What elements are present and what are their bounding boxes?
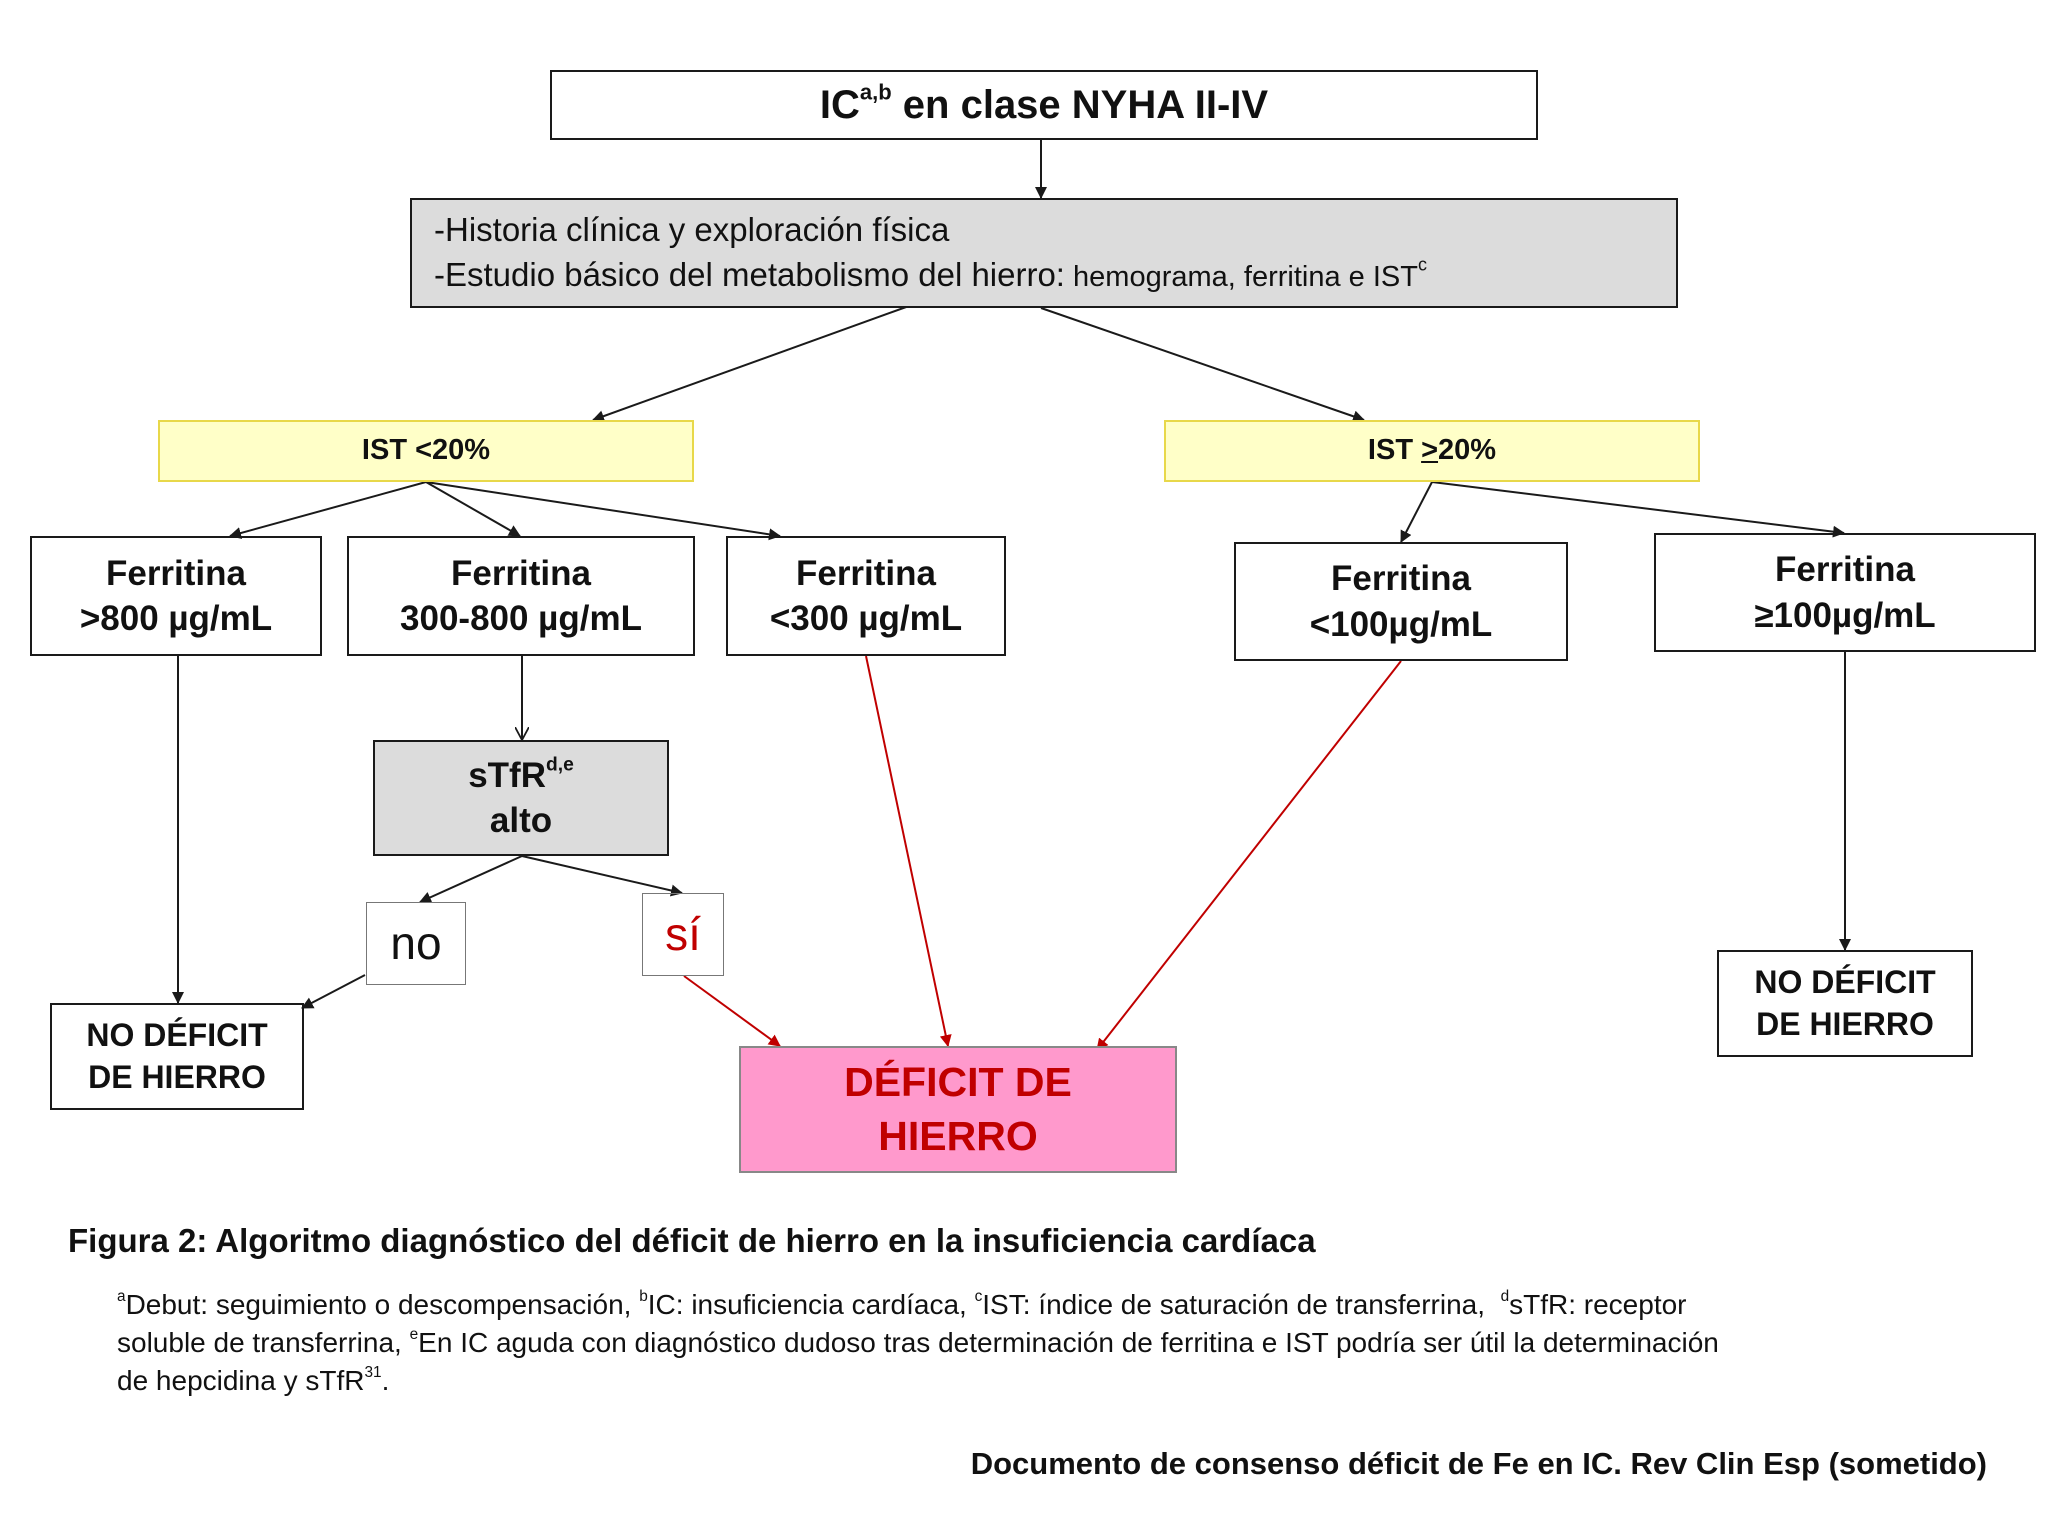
figure-footnotes: aDebut: seguimiento o descompensación, b… [117,1286,1719,1400]
source-citation: Documento de consenso déficit de Fe en I… [970,1446,1987,1481]
node-no-deficit-left: NO DÉFICIT DE HIERRO [50,1003,304,1110]
workup-line2-detail: hemograma, ferritina e IST [1064,261,1418,293]
ferr-lt100-line1: Ferritina [1330,559,1472,598]
node-ic-rest: en clase NYHA II-IV [891,83,1269,127]
workup-sup: c [1417,254,1427,275]
deficit-line2: HIERRO [878,1112,1038,1159]
ferr-lt300-line1: Ferritina [795,553,937,593]
arrow-ist-high-to-ferr-ge100 [1431,481,1845,538]
footnote-b-text: IC: insuficiencia cardíaca, [647,1289,975,1320]
footnote-line-3: de hepcidina y sTfR31. [117,1362,1719,1400]
footnote-sup-31: 31 [364,1363,382,1381]
ferr-lt300-line2: <300 µg/mL [769,599,963,638]
ferr-ge100-line1: Ferritina [1774,550,1916,589]
ferr-ge100-line2: ≥100µg/mL [1754,595,1936,635]
stfr-line2: alto [489,801,553,840]
node-ist-low: IST <20% [158,420,694,482]
arrow-stfr-to-no [419,855,523,903]
ferr-gt800-line2: >800 µg/mL [79,599,273,638]
arrow-ist-high-to-ferr-lt100 [1400,481,1433,543]
node-ic-nyha: ICa,b en clase NYHA II-IV [550,70,1538,140]
ferr-gt800-line1: Ferritina [105,553,247,593]
workup-line1: -Historia clínica y exploración física [434,211,950,249]
arrow-ferr-lt100-to-deficit [1096,660,1402,1051]
ferr-lt100-line2: <100µg/mL [1309,604,1493,644]
no-deficit-left-line1: NO DÉFICIT [86,1016,268,1053]
arrow-no-to-no-deficit [301,974,366,1009]
ferr-300-800-line2: 300-800 µg/mL [400,599,642,638]
node-ic-sup: a,b [859,79,892,105]
ist-high-label: IST >20% [1368,432,1496,470]
ist-high-symbol: > [1421,434,1439,467]
node-ferr-300-800: Ferritina 300-800 µg/mL [347,536,695,656]
ist-high-after: 20% [1438,434,1497,467]
arrow-ist-low-to-ferr-lt300 [425,481,781,541]
si-label: sí [665,907,701,960]
footnote-line-1: aDebut: seguimiento o descompensación, b… [117,1286,1719,1324]
no-deficit-right-line2: DE HIERRO [1756,1005,1934,1042]
no-deficit-left-line2: DE HIERRO [88,1058,266,1095]
node-workup: -Historia clínica y exploración física -… [410,198,1678,308]
footnote-c-text: IST: índice de saturación de transferrin… [982,1289,1501,1320]
footnote-line3-end: . [381,1365,390,1396]
node-stfr: sTfRd,e alto [373,740,669,856]
arrow-ist-low-to-ferr-gt800 [229,481,427,539]
node-ist-high: IST >20% [1164,420,1700,482]
stfr-sup: d,e [545,754,574,776]
no-label: no [390,916,442,969]
node-ferr-gt800: Ferritina >800 µg/mL [30,536,322,656]
footnote-line3-text: de hepcidina y sTfR [117,1365,365,1396]
footnote-sup-c: c [974,1287,983,1305]
node-ferr-lt300: Ferritina <300 µg/mL [726,536,1006,656]
ferr-300-800-line1: Ferritina [450,553,592,593]
ist-low-label: IST <20% [361,434,491,467]
footnote-sup-d: d [1500,1287,1510,1305]
footnote-a-text: Debut: seguimiento o descompensación, [125,1289,640,1320]
node-ferr-lt100: Ferritina <100µg/mL [1234,542,1568,661]
node-si: sí [642,893,724,976]
figure-title: Figura 2: Algoritmo diagnóstico del défi… [68,1222,1316,1259]
arrow-workup-to-ist-low [592,305,910,422]
footnote-line-2: soluble de transferrina, eEn IC aguda co… [117,1324,1719,1362]
arrow-si-to-deficit [683,975,781,1047]
node-no: no [366,902,466,985]
arrow-ferr-lt300-to-deficit [865,655,952,1047]
footnote-d-text: sTfR: receptor [1509,1289,1687,1320]
arrow-ist-low-to-ferr-300-800 [425,481,521,537]
no-deficit-right-line1: NO DÉFICIT [1754,963,1936,1000]
workup-line2-main: -Estudio básico del metabolismo del hier… [434,256,1065,293]
arrow-workup-to-ist-high [1040,307,1365,423]
footnote-sup-b: b [639,1287,648,1305]
node-ferr-ge100: Ferritina ≥100µg/mL [1654,533,2036,652]
workup-line2: -Estudio básico del metabolismo del hier… [434,253,1427,298]
node-no-deficit-right: NO DÉFICIT DE HIERRO [1717,950,1973,1057]
arrow-stfr-to-si [521,855,683,897]
footnote-sup-e: e [409,1325,419,1343]
stfr-label: sTfR [468,755,546,795]
footnote-e-text: En IC aguda con diagnóstico dudoso tras … [418,1327,1719,1358]
node-deficit: DÉFICIT DE HIERRO [739,1046,1177,1173]
ist-high-before: IST [1367,434,1422,467]
deficit-line1: DÉFICIT DE [844,1059,1072,1106]
footnote-line2-text: soluble de transferrina, [117,1327,410,1358]
node-ic-label: IC [819,83,860,127]
footnote-sup-a: a [117,1287,126,1305]
stfr-line1: sTfRd,e [468,753,574,799]
